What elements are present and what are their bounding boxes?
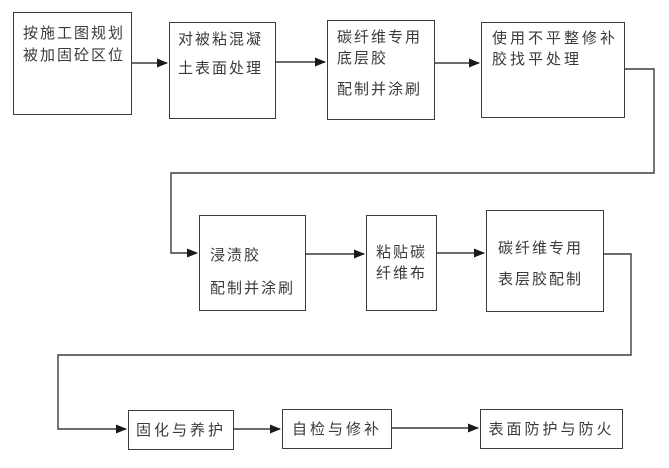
connector-leveling-to-impregnating bbox=[170, 68, 655, 258]
step-text-line: 固化与养护 bbox=[135, 421, 226, 439]
step-primer-adhesive: 碳纤维专用 底层胶 配制并涂刷 bbox=[327, 20, 435, 120]
step-text-line: 对被粘混凝 bbox=[178, 30, 264, 48]
step-text-line: 按施工图规划 bbox=[23, 24, 126, 42]
step-text-line: 被加固砼区位 bbox=[23, 46, 126, 64]
step-text-line: 粘贴碳 bbox=[376, 243, 428, 261]
step-text-line: 浸渍胶 bbox=[210, 246, 262, 264]
step-self-inspection-repair: 自检与修补 bbox=[282, 409, 392, 449]
step-plan-reinforcement-area: 按施工图规划 被加固砼区位 bbox=[13, 12, 132, 115]
step-text-line: 表层胶配制 bbox=[498, 270, 584, 288]
step-text-line: 土表面处理 bbox=[178, 59, 264, 77]
step-surface-protection-fireproof: 表面防护与防火 bbox=[480, 409, 623, 449]
step-text-line: 纤维布 bbox=[376, 264, 428, 282]
step-text-line: 表面防护与防火 bbox=[488, 420, 615, 438]
connector-toplayer-to-curing bbox=[57, 253, 632, 434]
step-top-layer-adhesive: 碳纤维专用 表层胶配制 bbox=[486, 210, 604, 312]
step-text-line: 碳纤维专用 bbox=[337, 28, 423, 46]
step-text-line: 底层胶 bbox=[337, 49, 389, 67]
step-text-line: 胶找平处理 bbox=[492, 50, 583, 68]
step-text-line: 自检与修补 bbox=[291, 420, 382, 438]
step-curing-maintenance: 固化与养护 bbox=[128, 410, 234, 450]
step-leveling-repair: 使用不平整修补 胶找平处理 bbox=[481, 22, 625, 118]
step-text-line: 使用不平整修补 bbox=[492, 29, 619, 47]
step-text-line: 配制并涂刷 bbox=[210, 279, 296, 297]
step-text-line: 碳纤维专用 bbox=[498, 239, 584, 257]
step-concrete-surface-treatment: 对被粘混凝 土表面处理 bbox=[169, 22, 276, 119]
step-paste-carbon-fiber-cloth: 粘贴碳 纤维布 bbox=[366, 215, 437, 311]
step-impregnating-adhesive: 浸渍胶 配制并涂刷 bbox=[199, 215, 306, 311]
step-text-line: 配制并涂刷 bbox=[337, 80, 423, 98]
